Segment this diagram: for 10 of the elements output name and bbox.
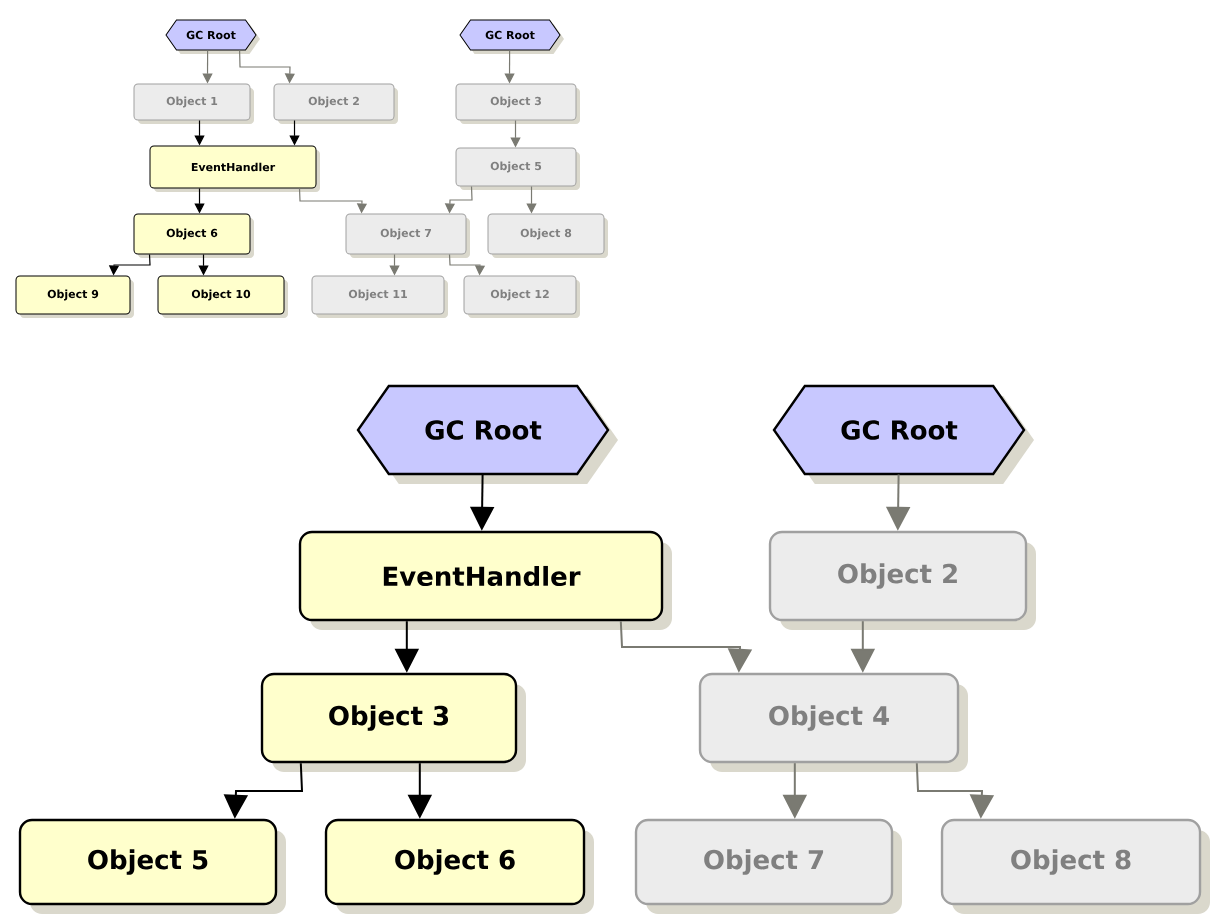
object-box: Object 4 xyxy=(698,672,968,772)
object-box: Object 8 xyxy=(940,818,1210,914)
object-box: Object 7 xyxy=(634,818,902,914)
object-box: EventHandler xyxy=(298,530,672,630)
object-box: Object 3 xyxy=(260,672,526,772)
object-box: Object 5 xyxy=(18,818,286,914)
root-hexagon: GC Root xyxy=(772,384,1034,484)
object-box: Object 6 xyxy=(324,818,594,914)
root-hexagon: GC Root xyxy=(356,384,618,484)
object-box: Object 2 xyxy=(768,530,1036,630)
